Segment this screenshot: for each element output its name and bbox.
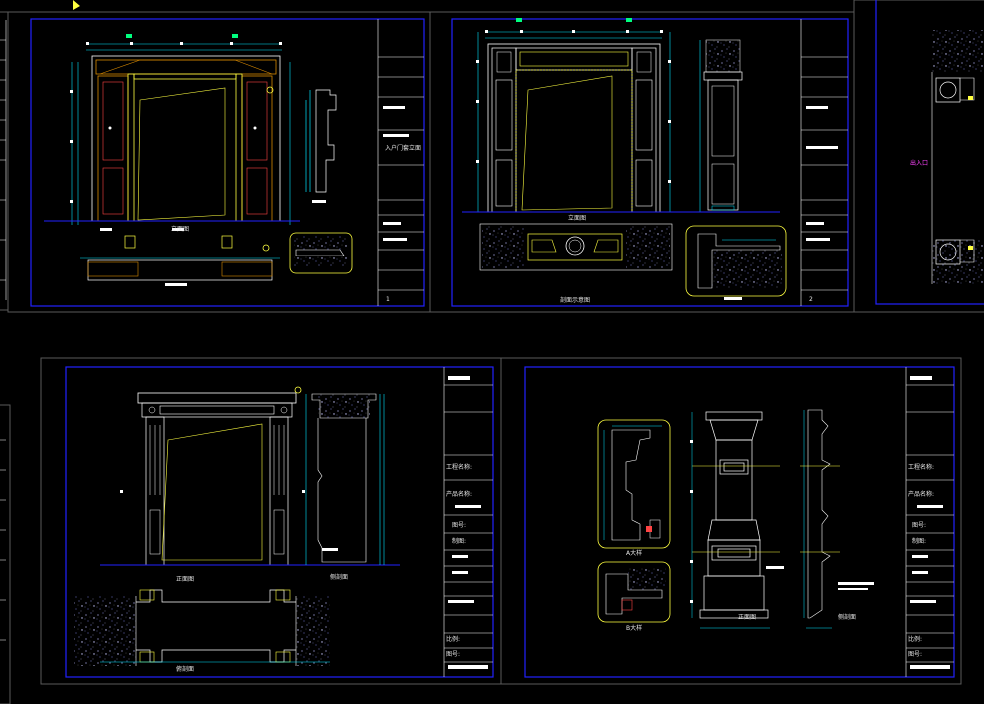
sheet-5-detail-a-label: A大样 xyxy=(626,550,643,557)
side-profile xyxy=(800,409,840,629)
sheet-2[interactable] xyxy=(429,11,855,313)
sheet-4-drawing-no-field: 图号: xyxy=(452,522,467,529)
sheet-4-sheet-no-field: 图号: xyxy=(446,651,461,658)
sheet-5-elevation-label: 正面图 xyxy=(738,614,757,621)
sheet-4-side-label: 侧剖面 xyxy=(330,574,349,581)
sheet-4[interactable] xyxy=(40,357,502,685)
sheet-4-product-field: 产品名称: xyxy=(446,491,473,498)
plan-section xyxy=(479,223,673,271)
sheet-4-drafter-field: 制图: xyxy=(452,538,467,545)
sheet-2-sheet-number: 2 xyxy=(809,296,813,303)
side-column xyxy=(703,39,743,211)
title-block xyxy=(443,367,493,677)
dimension-lines xyxy=(477,31,701,212)
sheet-1-title-project: 入户门套立面 xyxy=(385,145,422,152)
detail-bubble xyxy=(289,232,353,274)
title-block xyxy=(377,19,424,306)
title-block xyxy=(905,367,954,677)
sheet-4-elevation-label: 正面图 xyxy=(176,576,195,583)
sheet-2-plan-label: 剖面示意图 xyxy=(560,297,591,304)
side-profile xyxy=(305,89,337,193)
detail-bubble-b xyxy=(597,561,671,623)
sheet-5-scale-field: 比例: xyxy=(908,636,923,643)
side-section xyxy=(305,393,385,565)
detail-bubble-a xyxy=(597,419,671,549)
sheet-5-side-label: 侧剖面 xyxy=(838,614,857,621)
door-elevation xyxy=(100,392,400,566)
sheet-4-plan-label: 俯剖面 xyxy=(176,666,195,673)
sheet-5[interactable] xyxy=(500,357,962,685)
sheet-5-drafter-field: 制图: xyxy=(912,538,927,545)
sheet-5-detail-b-label: B大样 xyxy=(626,625,643,632)
sheet-5-sheet-no-field: 图号: xyxy=(908,651,923,658)
door-elevation xyxy=(462,43,780,213)
sheet-3[interactable] xyxy=(853,0,984,313)
sheet-4-scale-field: 比例: xyxy=(446,636,461,643)
door-elevation xyxy=(44,55,300,222)
sheet-1-sheet-number: 1 xyxy=(386,296,390,303)
column-elevation xyxy=(691,411,780,629)
sheet-1-elevation-label: 立面图 xyxy=(171,226,190,233)
sheet-3-entrance-label: 出入口 xyxy=(910,160,929,167)
sheet-5-project-field: 工程名称: xyxy=(908,464,935,471)
sheet-4-project-field: 工程名称: xyxy=(446,464,473,471)
plan-section xyxy=(80,235,280,281)
detail-bubble xyxy=(685,225,787,297)
plan-section xyxy=(74,589,330,666)
title-block xyxy=(800,19,848,306)
door-elevation xyxy=(931,30,984,284)
sheet-1[interactable] xyxy=(7,11,431,313)
ucs-marker-icon xyxy=(73,0,80,10)
dimension-lines xyxy=(71,43,291,225)
sheet-5-drawing-no-field: 图号: xyxy=(912,522,927,529)
sheet-5-product-field: 产品名称: xyxy=(908,491,935,498)
sheet-2-elevation-label: 立面图 xyxy=(568,215,587,222)
